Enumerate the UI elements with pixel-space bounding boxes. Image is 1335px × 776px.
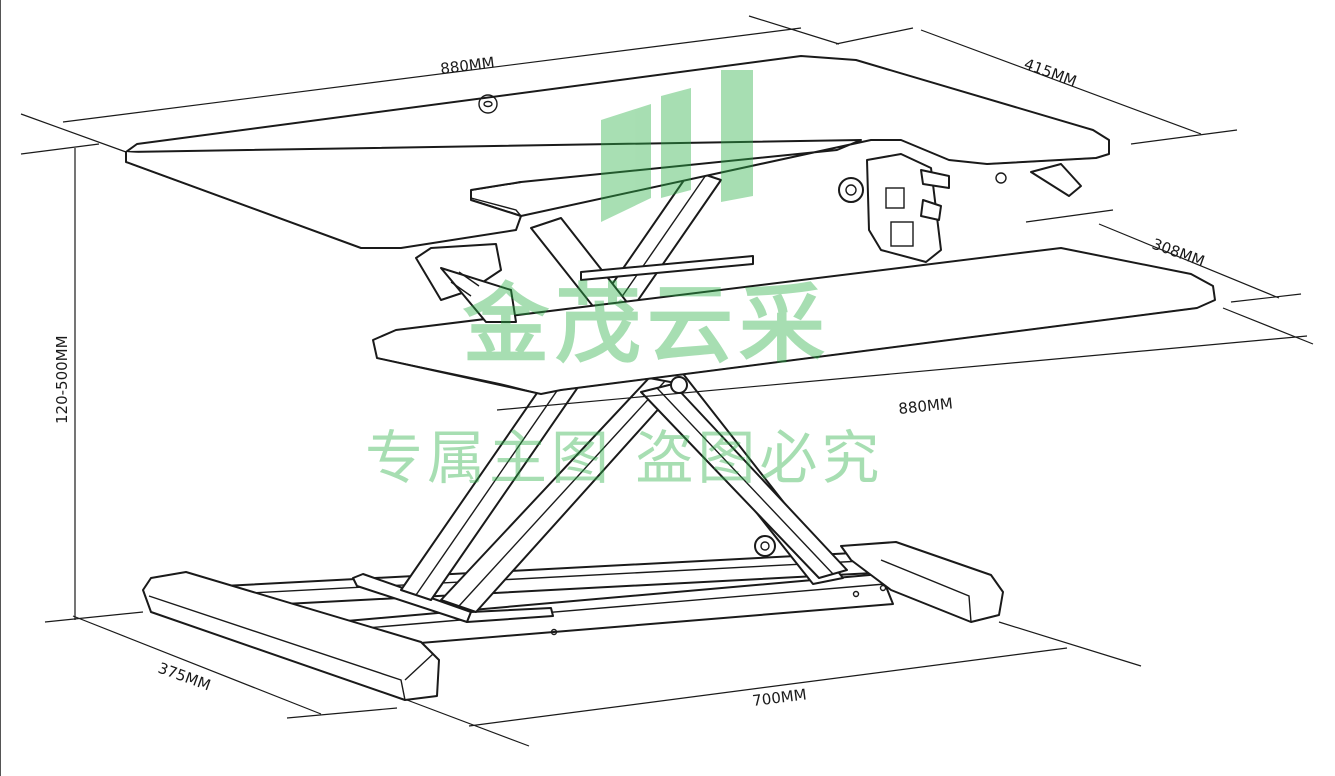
- watermark-brand: 金茂云采: [462, 275, 831, 375]
- height-range-label: 120-500MM: [53, 335, 71, 424]
- watermark: 金茂云采 专属主图 盗图必究: [365, 70, 883, 492]
- watermark-notice: 专属主图 盗图必究: [365, 424, 883, 492]
- top-width-label: 880MM: [439, 53, 495, 78]
- keyboard-width-label: 880MM: [898, 394, 954, 418]
- base-depth-label: 375MM: [156, 659, 213, 695]
- top-depth-label: 415MM: [1022, 55, 1079, 91]
- lift-mechanisms: [415, 153, 1082, 323]
- base-frame: [142, 541, 1004, 701]
- desk-top: [125, 55, 1110, 249]
- keyboard-depth-label: 308MM: [1150, 235, 1207, 271]
- watermark-logo-icon: [601, 70, 753, 222]
- keyboard-tray: [372, 247, 1216, 395]
- base-width-label: 700MM: [751, 685, 807, 710]
- dimension-lines: [20, 15, 1314, 747]
